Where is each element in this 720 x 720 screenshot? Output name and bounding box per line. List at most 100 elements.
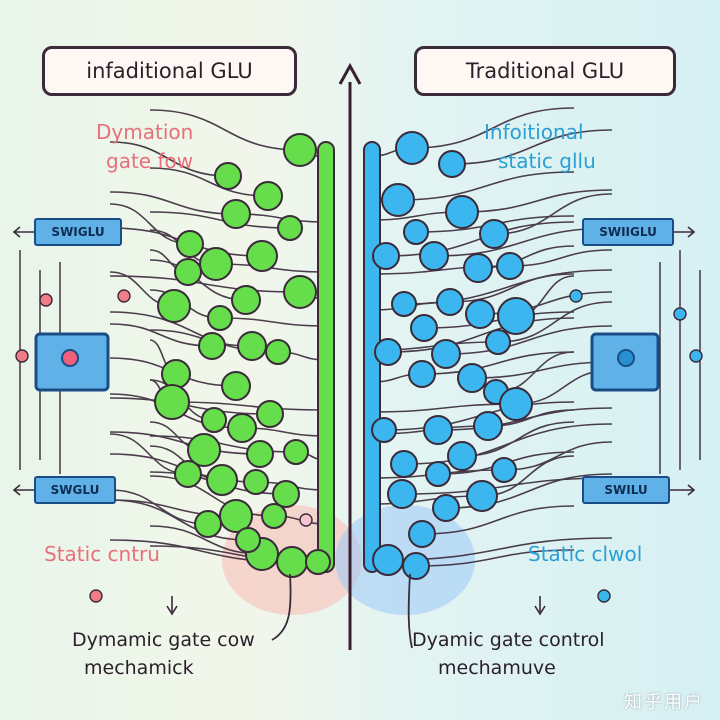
- green-node: [187, 433, 221, 467]
- wire-left: [109, 141, 229, 177]
- label-bottom-left-line1: Dymamic gate cow: [72, 629, 255, 651]
- terminal-dot: [89, 589, 103, 603]
- right-arrow-icon: [687, 484, 696, 496]
- label-mid-left: Static cntru: [44, 542, 160, 566]
- wire-left: [109, 431, 261, 455]
- wire-left: [149, 211, 291, 229]
- green-node: [214, 162, 242, 190]
- wire-right: [493, 193, 613, 235]
- terminal-dot: [569, 289, 583, 303]
- chip-dot-icon: [617, 349, 635, 367]
- green-node: [221, 371, 251, 401]
- label-bottom-right-line2: mechamuve: [438, 657, 556, 679]
- green-node: [283, 439, 309, 465]
- green-node: [261, 503, 287, 529]
- label-top-left: Dymation gate fow: [96, 118, 193, 176]
- blue-node: [463, 253, 493, 283]
- blue-node: [374, 338, 402, 366]
- wire-left: [149, 435, 297, 453]
- blue-node: [473, 411, 503, 441]
- wire-right: [421, 505, 575, 535]
- wire-right: [495, 351, 575, 393]
- wire-right: [401, 477, 613, 495]
- wire-left: [109, 489, 209, 525]
- wire-right: [437, 407, 613, 431]
- title-left: infaditional GLU: [42, 46, 297, 96]
- tag-right-top: SWIIGLU: [582, 218, 674, 246]
- wire-right: [503, 441, 613, 471]
- tag-left-top: SWIGLU: [34, 218, 122, 246]
- green-node: [157, 289, 191, 323]
- connector-bottom-left: [271, 573, 292, 641]
- label-top-left-line1: Dymation: [96, 120, 194, 144]
- connector-bottom-right: [407, 573, 413, 649]
- wire-group: [109, 107, 613, 571]
- watermark: 知乎用户: [624, 692, 704, 713]
- green-node: [219, 499, 253, 533]
- terminal-dot: [689, 349, 703, 363]
- wire-left: [149, 475, 275, 517]
- blue-node: [410, 314, 438, 342]
- green-node: [283, 275, 317, 309]
- wire-right: [461, 421, 575, 457]
- label-bottom-right-line1: Dyamic gate control: [412, 629, 605, 651]
- terminal-dot: [597, 589, 611, 603]
- terminal-dot: [299, 513, 313, 527]
- blue-node: [485, 329, 511, 355]
- green-node: [276, 546, 308, 578]
- wire-left: [109, 191, 237, 215]
- green-node: [198, 332, 226, 360]
- blue-node: [381, 183, 415, 217]
- up-arrow-icon: [338, 62, 362, 85]
- wire-right: [449, 273, 575, 303]
- down-arrow-icon: [166, 605, 178, 616]
- blue-node: [371, 417, 397, 443]
- green-node: [235, 527, 261, 553]
- blue-node: [423, 415, 453, 445]
- green-node: [194, 510, 222, 538]
- blue-node: [465, 299, 495, 329]
- green-node: [265, 339, 291, 365]
- title-right: Traditional GLU: [414, 46, 676, 96]
- green-node: [246, 440, 274, 468]
- wire-right: [415, 549, 575, 567]
- blue-node: [499, 387, 533, 421]
- blue-node: [391, 291, 417, 317]
- wire-right: [451, 129, 613, 165]
- blue-node: [436, 288, 464, 316]
- green-node: [201, 407, 227, 433]
- green-node: [272, 480, 300, 508]
- blue-node: [447, 441, 477, 471]
- green-node: [237, 331, 267, 361]
- green-node: [305, 549, 331, 575]
- green-node: [199, 247, 233, 281]
- chip-dot-icon: [61, 349, 79, 367]
- blue-node: [387, 479, 417, 509]
- green-node: [154, 384, 190, 420]
- label-top-left-line2: gate fow: [106, 149, 194, 173]
- left-arrow-icon: [12, 484, 21, 496]
- blue-node: [402, 552, 430, 580]
- blue-node: [479, 219, 509, 249]
- wire-right: [509, 249, 613, 267]
- wire-right: [397, 171, 575, 201]
- label-bottom-right: Dyamic gate control mechamuve: [412, 626, 605, 682]
- tag-right-bottom: SWILU: [582, 476, 670, 504]
- green-node: [283, 133, 317, 167]
- blue-node: [496, 252, 524, 280]
- wire-left: [109, 499, 249, 541]
- blue-node: [491, 457, 517, 483]
- wire-left: [149, 167, 269, 197]
- terminal-dot: [117, 289, 131, 303]
- wire-left-spine: [219, 317, 327, 327]
- blue-node: [431, 339, 461, 369]
- green-node: [246, 240, 278, 272]
- blue-node: [390, 450, 418, 478]
- green-node: [161, 359, 191, 389]
- left-arrow-icon: [12, 226, 21, 238]
- blue-node: [457, 363, 487, 393]
- terminal-dot: [39, 293, 53, 307]
- blue-node: [403, 219, 429, 245]
